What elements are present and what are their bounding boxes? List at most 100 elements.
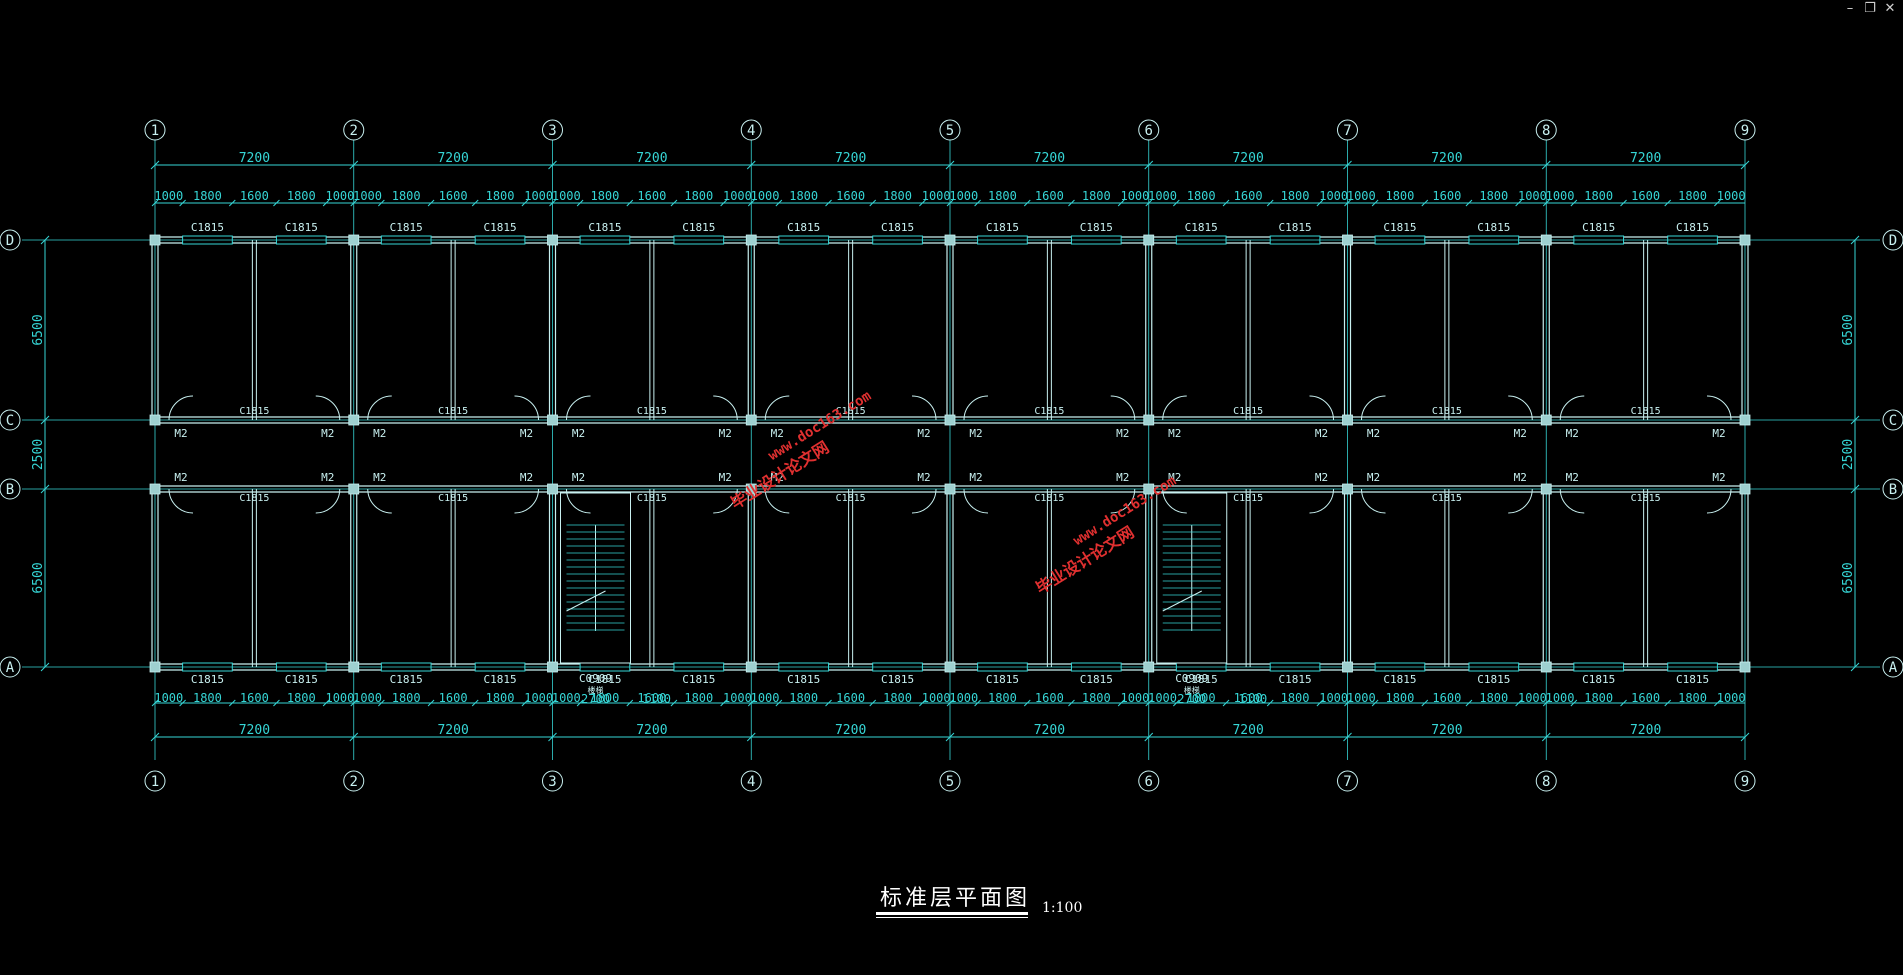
column <box>1540 661 1552 673</box>
window-label: C1815 <box>483 673 516 686</box>
dimension-tick <box>1316 699 1324 707</box>
dimension-tick <box>1570 699 1578 707</box>
dimension-tick <box>228 199 236 207</box>
close-icon[interactable]: ✕ <box>1884 1 1896 16</box>
corridor-window-label: C1815 <box>1034 493 1064 504</box>
dimension-tick <box>1421 199 1429 207</box>
dimension-tick <box>150 732 160 742</box>
door-label: M2 <box>1168 471 1181 484</box>
dimension-tick <box>1542 199 1550 207</box>
bay-dimension: 7200 <box>1034 723 1065 738</box>
dimension-tick <box>1222 199 1230 207</box>
segment-dimension: 1000 <box>723 691 752 705</box>
segment-dimension: 1800 <box>590 189 619 203</box>
dimension-tick <box>974 699 981 707</box>
door-label: M2 <box>1566 427 1579 440</box>
segment-dimension: 1000 <box>1518 691 1547 705</box>
axis-label: 4 <box>747 123 755 139</box>
column <box>348 414 360 426</box>
plan-title: 标准层平面图 <box>880 886 1031 911</box>
dimension-tick <box>1620 199 1627 207</box>
window-label: C1815 <box>191 673 224 686</box>
dimension-tick <box>576 199 584 207</box>
segment-dimension: 1800 <box>1385 189 1414 203</box>
axis-label: 6 <box>1145 123 1153 139</box>
axis-label: 1 <box>151 774 159 790</box>
stair-window-label: C0909 <box>579 672 612 685</box>
door-swing <box>963 488 989 514</box>
column <box>944 234 956 246</box>
column <box>745 661 757 673</box>
axis-label: 2 <box>350 123 358 139</box>
column <box>745 414 757 426</box>
segment-dimension: 1600 <box>836 189 865 203</box>
column <box>745 234 757 246</box>
vertical-dimension: 2500 <box>1841 439 1856 470</box>
restore-icon[interactable]: ❐ <box>1864 1 1876 16</box>
dimension-tick <box>548 160 557 170</box>
stair-side-dimension: 1100 <box>642 692 671 706</box>
dimension-tick <box>1144 732 1154 742</box>
window-label: C1815 <box>881 221 914 234</box>
axis-bubble <box>939 119 961 141</box>
door-swing <box>1309 395 1334 421</box>
dimension-tick <box>549 199 556 207</box>
dimension-tick <box>1266 699 1274 707</box>
segment-dimension: 1800 <box>392 189 421 203</box>
segment-dimension: 1000 <box>1717 691 1746 705</box>
door-swing <box>1559 488 1585 514</box>
segment-dimension: 1600 <box>1432 691 1461 705</box>
door-label: M2 <box>321 427 334 440</box>
column <box>944 414 956 426</box>
column <box>1739 414 1751 426</box>
dimension-tick <box>1850 415 1860 425</box>
segment-dimension: 1000 <box>1518 189 1547 203</box>
window-label: C1815 <box>1383 221 1416 234</box>
segment-dimension: 1000 <box>949 189 978 203</box>
segment-dimension: 1800 <box>1187 691 1216 705</box>
segment-dimension: 1800 <box>1584 189 1613 203</box>
axis-label: 3 <box>548 123 556 139</box>
dimension-tick <box>720 199 727 207</box>
axis-bubble <box>1337 770 1358 792</box>
window-label: C1815 <box>682 673 715 686</box>
door-swing <box>315 488 341 514</box>
axis-label: 7 <box>1343 123 1351 139</box>
door-label: M2 <box>373 471 386 484</box>
dimension-tick <box>825 199 832 207</box>
dimension-tick <box>1714 199 1721 207</box>
axis-label: 8 <box>1542 774 1550 790</box>
dimension-tick <box>151 199 159 207</box>
door-label: M2 <box>1315 427 1328 440</box>
stair-well <box>1156 492 1228 664</box>
bay-dimension: 7200 <box>1232 151 1263 166</box>
segment-dimension: 1800 <box>287 691 316 705</box>
dimension-tick <box>1515 699 1522 707</box>
window-label: C1815 <box>787 673 820 686</box>
window-label: C1815 <box>1676 221 1709 234</box>
column <box>745 483 757 495</box>
dimension-tick <box>1343 732 1352 742</box>
minimize-icon[interactable]: – <box>1846 1 1854 16</box>
door-swing <box>367 488 392 514</box>
window-controls: – ❐ ✕ <box>1843 2 1897 16</box>
dimension-tick <box>946 199 954 207</box>
axis-label: 5 <box>946 774 954 790</box>
window-label: C1815 <box>1278 673 1311 686</box>
segment-dimension: 1800 <box>392 691 421 705</box>
dimension-tick <box>945 732 955 742</box>
window-label: C1815 <box>1477 673 1510 686</box>
stair-well <box>560 492 631 664</box>
dimension-tick <box>521 699 529 707</box>
segment-dimension: 1600 <box>439 691 468 705</box>
vertical-dimension: 6500 <box>1841 562 1856 593</box>
stair-dimension: 2700 <box>1177 692 1206 706</box>
door-swing <box>713 395 738 421</box>
column <box>547 234 558 246</box>
segment-dimension: 1800 <box>287 189 316 203</box>
dimension-tick <box>775 699 783 707</box>
dimension-tick <box>576 699 584 707</box>
bay-dimension: 7200 <box>835 151 866 166</box>
